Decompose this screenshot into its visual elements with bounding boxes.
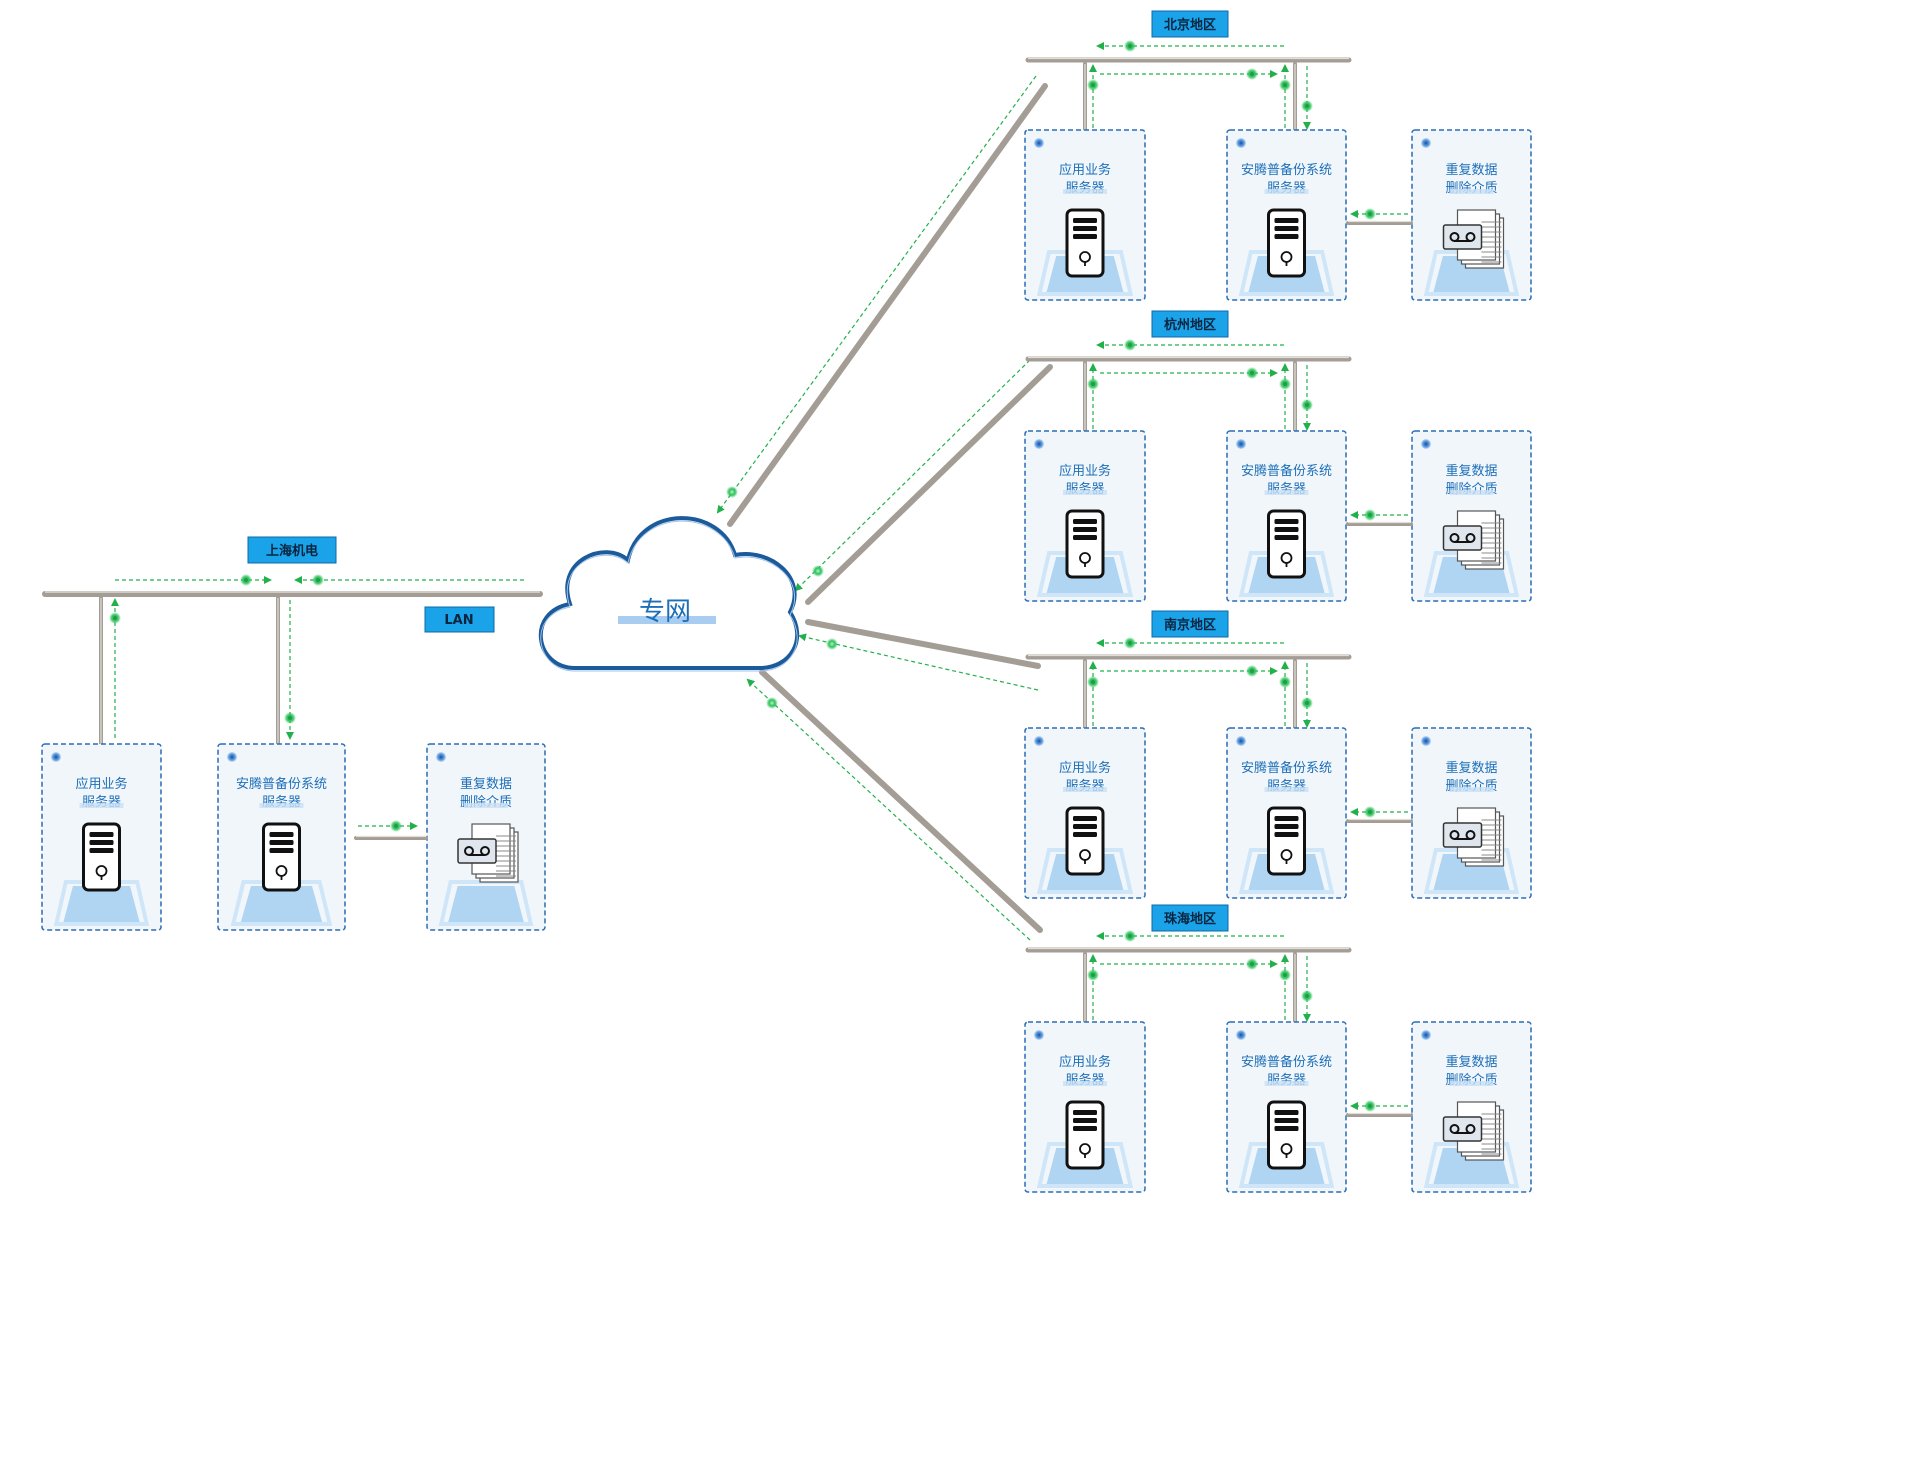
site-marker-icon bbox=[1034, 1030, 1044, 1040]
lan-tag: LAN bbox=[424, 606, 495, 633]
svg-text:北京地区: 北京地区 bbox=[1164, 17, 1216, 33]
device-label: 重复数据 bbox=[460, 776, 512, 792]
tape-storage-icon bbox=[1442, 510, 1505, 570]
flow-hangzhou-to-cloud bbox=[794, 359, 1031, 592]
svg-text:LAN: LAN bbox=[444, 613, 473, 628]
device-label: 应用业务 bbox=[1059, 463, 1111, 479]
device-label: 安腾普备份系统 bbox=[236, 776, 327, 792]
server-icon bbox=[1065, 509, 1105, 579]
server-icon bbox=[1065, 806, 1105, 876]
site-marker-icon bbox=[436, 752, 446, 762]
flow-beijing-to-cloud bbox=[716, 75, 1037, 514]
device-label: 安腾普备份系统 bbox=[1241, 162, 1332, 178]
cloud-label: 专网 bbox=[639, 597, 691, 627]
device-label: 重复数据 bbox=[1445, 1054, 1497, 1070]
tape-storage-icon bbox=[1442, 209, 1505, 269]
tape-storage-icon bbox=[457, 823, 519, 883]
server-icon bbox=[1065, 1100, 1105, 1170]
wan-link-beijing bbox=[727, 83, 1048, 527]
site-tag: 北京地区 bbox=[1151, 10, 1229, 38]
site-tag: 南京地区 bbox=[1151, 610, 1229, 638]
svg-text:杭州地区: 杭州地区 bbox=[1164, 317, 1216, 333]
server-icon bbox=[262, 822, 301, 892]
site-marker-icon bbox=[227, 752, 237, 762]
server-icon bbox=[1267, 1100, 1306, 1170]
site-tag: 杭州地区 bbox=[1151, 310, 1229, 338]
private-network-cloud: 专网 bbox=[539, 516, 800, 672]
wan-flow-dots bbox=[726, 486, 838, 709]
flow-nanjing-to-cloud bbox=[798, 633, 1039, 691]
tape-storage-icon bbox=[1442, 1101, 1505, 1161]
flow-zhuhai-to-cloud bbox=[746, 678, 1031, 941]
site-marker-icon bbox=[1236, 439, 1246, 449]
device-label: 安腾普备份系统 bbox=[1241, 760, 1332, 776]
device-label: 安腾普备份系统 bbox=[1241, 463, 1332, 479]
wan-link-hangzhou bbox=[805, 364, 1053, 605]
server-icon bbox=[1267, 806, 1306, 876]
device-label: 应用业务 bbox=[1059, 760, 1111, 776]
server-icon bbox=[82, 822, 121, 892]
device-label: 应用业务 bbox=[75, 776, 127, 792]
site-tag: 珠海地区 bbox=[1151, 904, 1229, 932]
wan-flows bbox=[716, 75, 1039, 941]
device-label: 重复数据 bbox=[1445, 162, 1497, 178]
sites: 上海机电应用业务服务器安腾普备份系统服务器重复数据删除介质北京地区应用业务服务器… bbox=[41, 10, 1532, 1193]
server-icon bbox=[1267, 208, 1306, 278]
site-marker-icon bbox=[1034, 138, 1044, 148]
site-marker-icon bbox=[1421, 1030, 1431, 1040]
tape-storage-icon bbox=[1442, 807, 1505, 867]
site-marker-icon bbox=[51, 752, 61, 762]
server-icon bbox=[1267, 509, 1306, 579]
wan-link-zhuhai bbox=[759, 669, 1043, 933]
site-marker-icon bbox=[1034, 736, 1044, 746]
device-label: 重复数据 bbox=[1445, 760, 1497, 776]
wan-links bbox=[42, 83, 1053, 933]
device-label: 重复数据 bbox=[1445, 463, 1497, 479]
site-marker-icon bbox=[1236, 138, 1246, 148]
device-label: 安腾普备份系统 bbox=[1241, 1054, 1332, 1070]
site-marker-icon bbox=[1421, 138, 1431, 148]
site-tag: 上海机电 bbox=[247, 536, 337, 564]
site-marker-icon bbox=[1421, 736, 1431, 746]
network-diagram: 专网 LAN 上海机电应用业务服务器安腾普备份系统服务器重复数据删除介质北京地区… bbox=[41, 10, 1532, 1193]
server-icon bbox=[1065, 208, 1105, 278]
site-marker-icon bbox=[1236, 736, 1246, 746]
svg-text:珠海地区: 珠海地区 bbox=[1164, 911, 1216, 927]
site-marker-icon bbox=[1034, 439, 1044, 449]
site-marker-icon bbox=[1421, 439, 1431, 449]
device-label: 应用业务 bbox=[1059, 1054, 1111, 1070]
wan-link-nanjing bbox=[805, 619, 1041, 669]
site-marker-icon bbox=[1236, 1030, 1246, 1040]
svg-text:南京地区: 南京地区 bbox=[1164, 617, 1216, 633]
device-label: 应用业务 bbox=[1059, 162, 1111, 178]
svg-text:上海机电: 上海机电 bbox=[266, 543, 318, 559]
